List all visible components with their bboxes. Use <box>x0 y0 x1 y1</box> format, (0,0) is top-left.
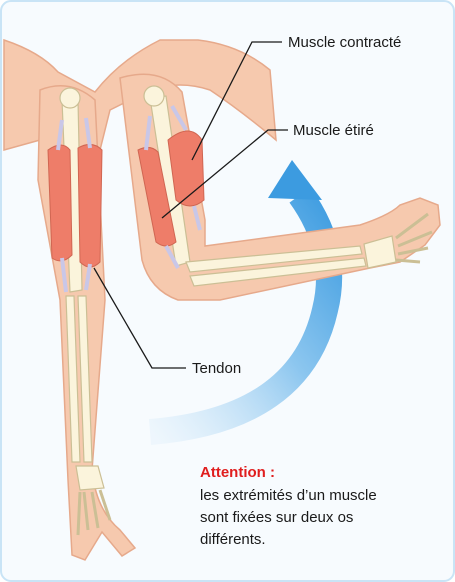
attention-line-1: les extrémités d’un muscle <box>200 487 377 504</box>
attention-line-2: sont fixées sur deux os <box>200 509 353 526</box>
label-tendon: Tendon <box>192 360 241 377</box>
attention-title: Attention : <box>200 464 275 481</box>
attention-line-3: différents. <box>200 531 266 548</box>
label-muscle-etire: Muscle étiré <box>293 122 374 139</box>
label-muscle-contracte: Muscle contracté <box>288 34 401 51</box>
